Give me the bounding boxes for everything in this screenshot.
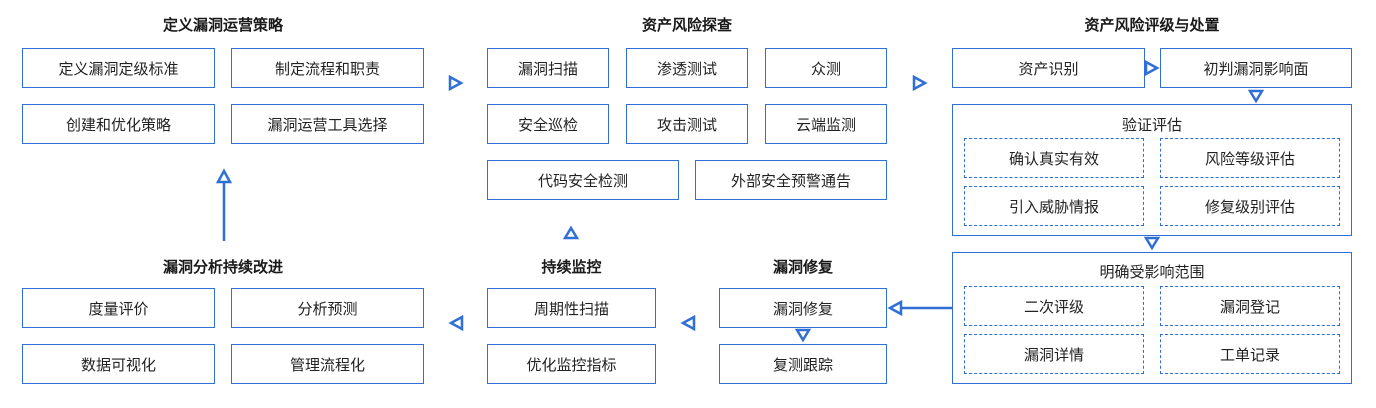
verify-item: 确认真实有效 — [964, 138, 1144, 178]
verify-item: 风险等级评估 — [1160, 138, 1340, 178]
verify-item: 引入威胁情报 — [964, 186, 1144, 226]
section-title-define: 定义漏洞运营策略 — [162, 16, 283, 34]
arrow-up-icon — [215, 168, 233, 184]
define-item: 制定流程和职责 — [231, 48, 424, 88]
discovery-item: 攻击测试 — [626, 104, 748, 144]
discovery-item: 外部安全预警通告 — [695, 160, 887, 200]
discovery-item: 安全巡检 — [487, 104, 609, 144]
discovery-item: 代码安全检测 — [487, 160, 679, 200]
arrow-down-icon — [794, 328, 812, 343]
scope-item: 二次评级 — [964, 286, 1144, 326]
section-title-repair: 漏洞修复 — [772, 258, 833, 276]
arrow-down-icon — [1143, 236, 1161, 251]
verify-title: 验证评估 — [1121, 116, 1182, 134]
arrow-right-icon — [448, 74, 464, 92]
section-title-discovery: 资产风险探查 — [641, 16, 732, 34]
section-title-monitor: 持续监控 — [541, 258, 602, 276]
repair-item: 复测跟踪 — [719, 344, 887, 384]
discovery-item: 众测 — [765, 48, 887, 88]
discovery-item: 漏洞扫描 — [487, 48, 609, 88]
arrow-up-icon — [562, 225, 580, 240]
discovery-item: 渗透测试 — [626, 48, 748, 88]
arrow-left-icon — [448, 314, 464, 332]
section-title-improve: 漏洞分析持续改进 — [162, 258, 283, 276]
scope-item: 漏洞登记 — [1160, 286, 1340, 326]
arrow-left-icon — [887, 299, 903, 317]
monitor-item: 周期性扫描 — [487, 288, 656, 328]
improve-item: 数据可视化 — [22, 344, 215, 384]
arrow-down-icon — [1247, 89, 1265, 104]
asset-id-box: 资产识别 — [952, 48, 1145, 88]
arrow-right-icon — [1144, 59, 1160, 77]
improve-item: 度量评价 — [22, 288, 215, 328]
initial-judge-box: 初判漏洞影响面 — [1160, 48, 1352, 88]
section-title-assessment: 资产风险评级与处置 — [1084, 16, 1220, 34]
monitor-item: 优化监控指标 — [487, 344, 656, 384]
improve-item: 分析预测 — [231, 288, 424, 328]
scope-title: 明确受影响范围 — [1099, 263, 1205, 281]
define-item: 定义漏洞定级标准 — [22, 48, 215, 88]
improve-item: 管理流程化 — [231, 344, 424, 384]
scope-item: 漏洞详情 — [964, 334, 1144, 374]
define-item: 漏洞运营工具选择 — [231, 104, 424, 144]
arrow-left-icon — [680, 314, 696, 332]
scope-item: 工单记录 — [1160, 334, 1340, 374]
repair-item: 漏洞修复 — [719, 288, 887, 328]
discovery-item: 云端监测 — [765, 104, 887, 144]
arrow-right-icon — [912, 74, 928, 92]
verify-item: 修复级别评估 — [1160, 186, 1340, 226]
define-item: 创建和优化策略 — [22, 104, 215, 144]
